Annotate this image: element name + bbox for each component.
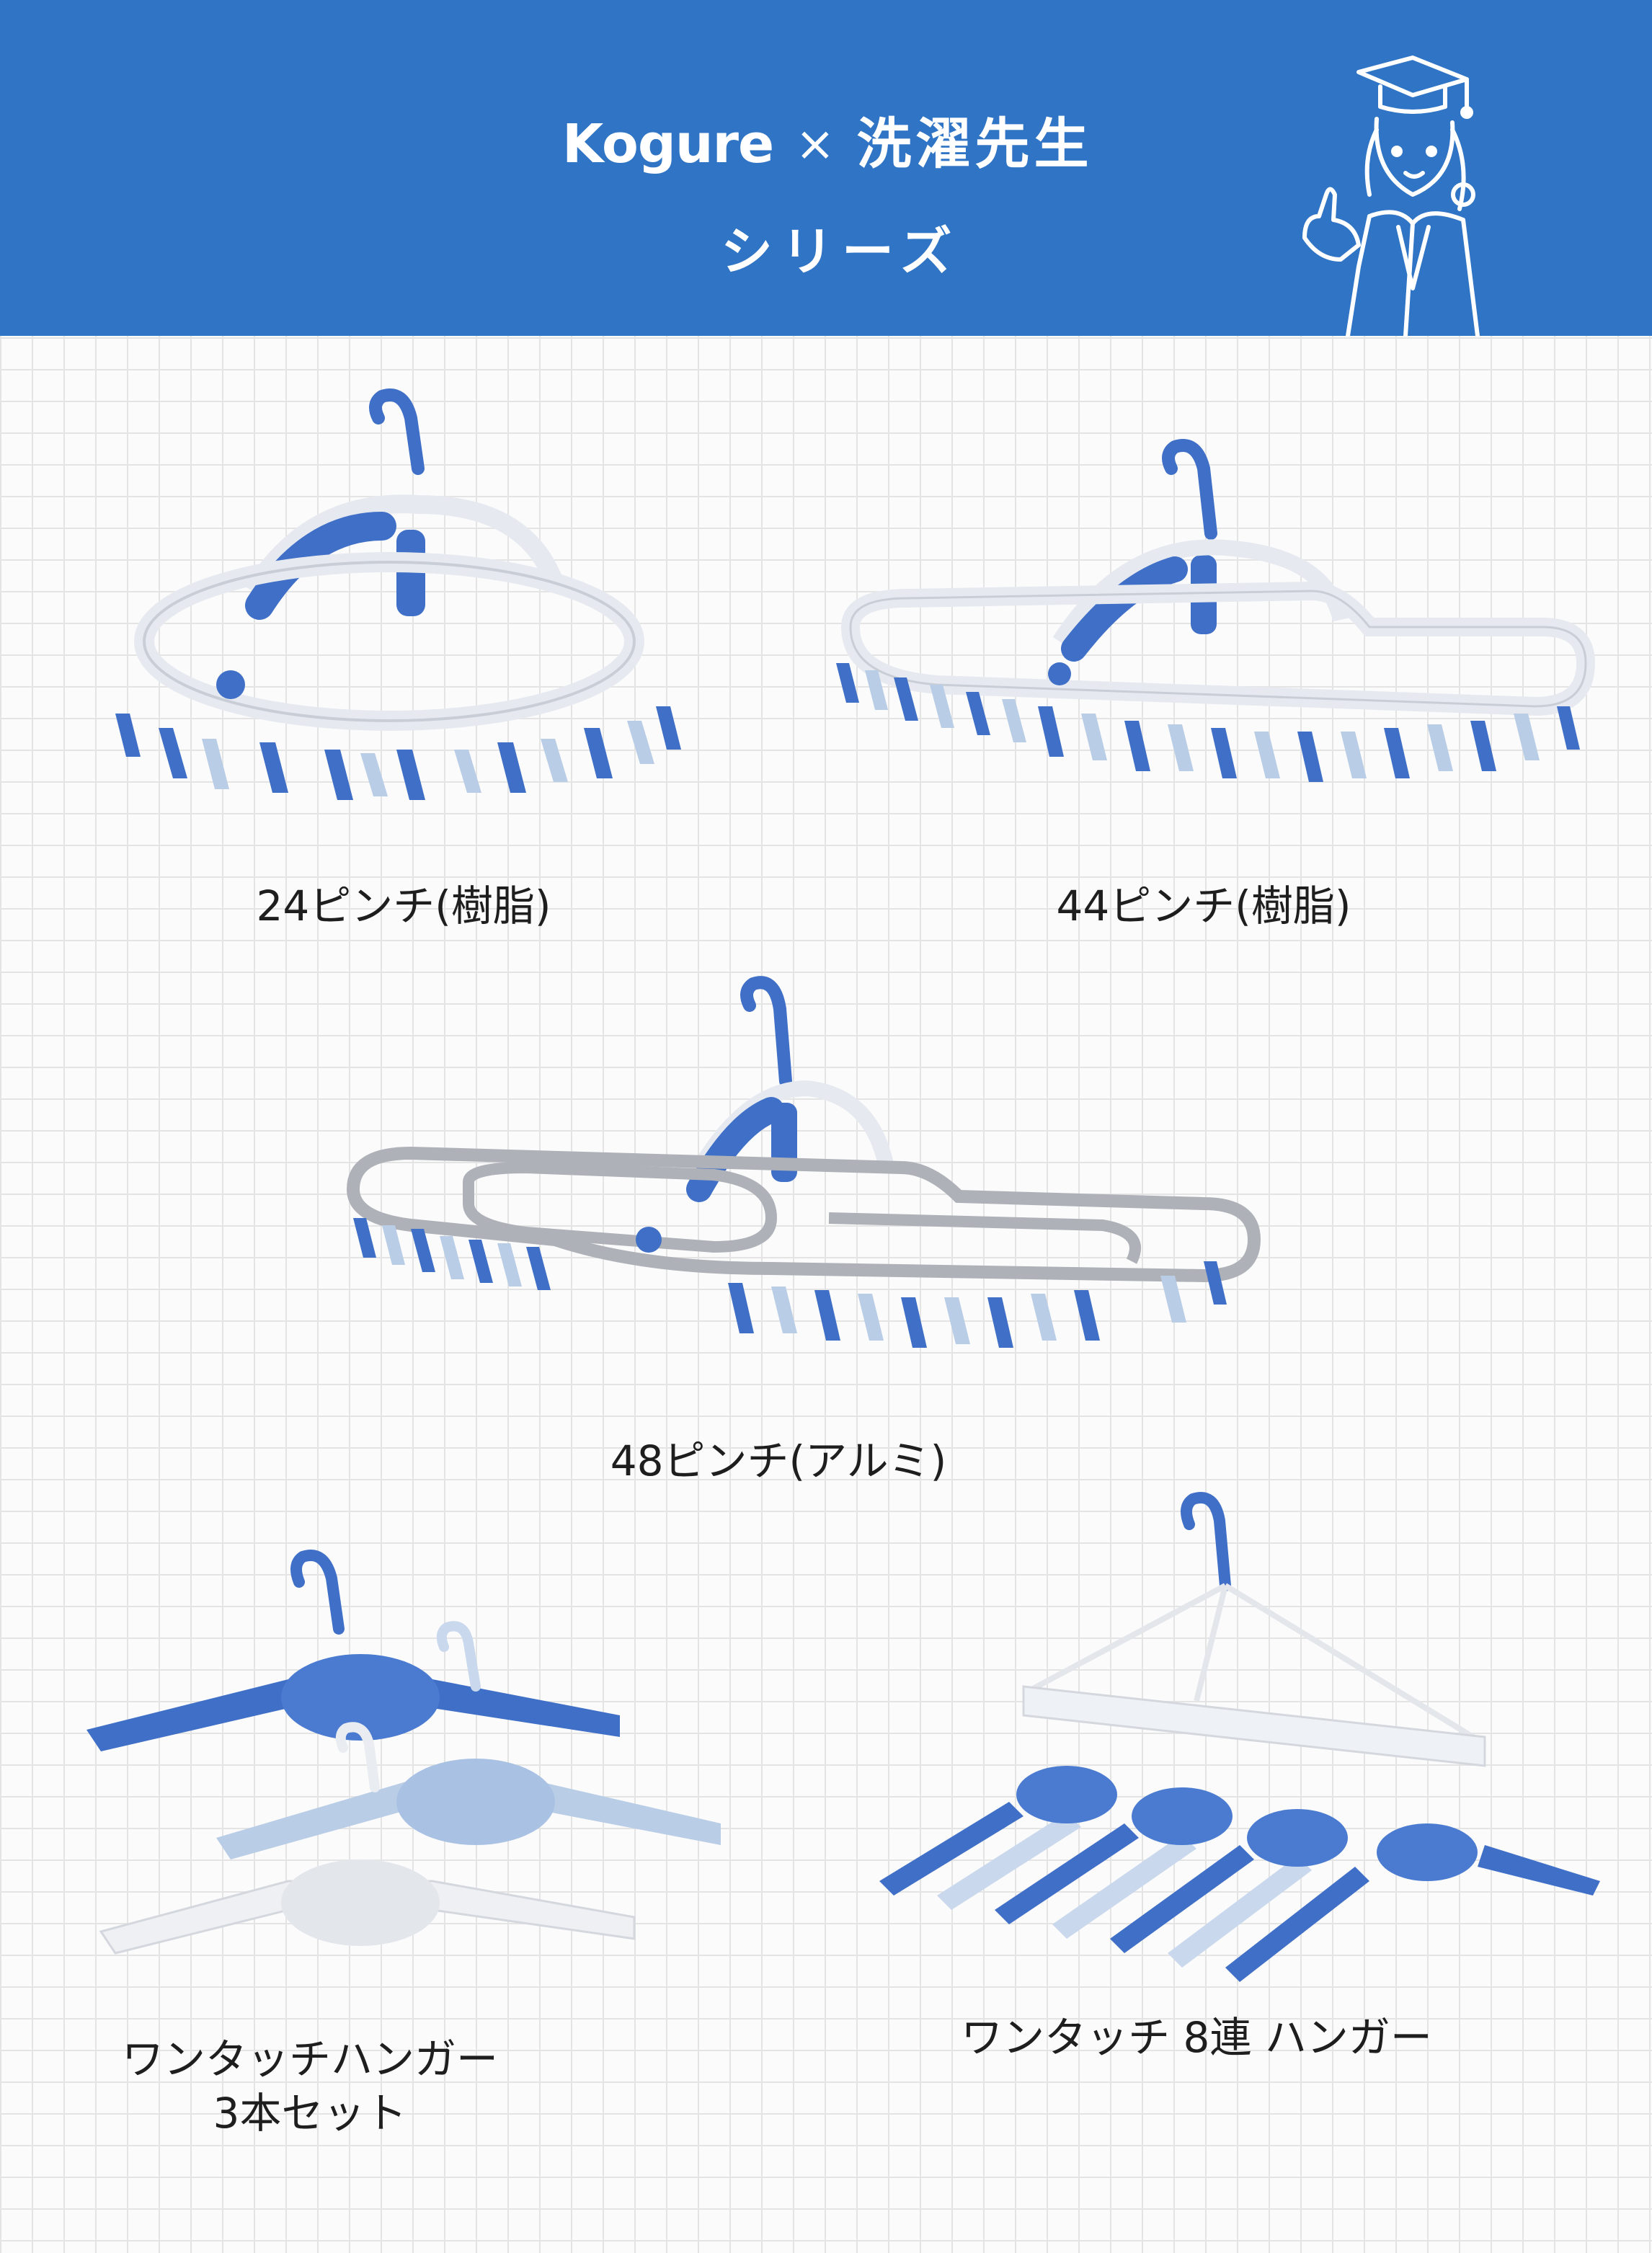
one-touch-hanger-set-icon: [86, 1550, 721, 1955]
product-caption-line1: ワンタッチハンガー: [121, 2035, 498, 2084]
product-48-pinch-aluminum: 48ピンチ(アルミ): [339, 959, 1276, 1492]
product-one-touch-8-hanger: ワンタッチ 8連 ハンガー: [851, 1477, 1615, 2126]
product-caption: 44ピンチ(樹脂): [1056, 881, 1351, 930]
product-caption: ワンタッチハンガー 3本セット: [86, 2032, 533, 2141]
pinch-hanger-44-icon: [836, 439, 1596, 782]
product-caption-line2: 3本セット: [213, 2089, 407, 2138]
separator: ×: [795, 116, 835, 172]
brand-row: Kogure × 洗濯先生: [562, 108, 1093, 180]
pinch-hanger-24-icon: [115, 388, 681, 800]
product-caption: ワンタッチ 8連 ハンガー: [961, 2013, 1432, 2062]
pinch-hanger-48-aluminum-icon: [346, 976, 1261, 1348]
teacher-icon: [1302, 55, 1480, 336]
product-caption: 24ピンチ(樹脂): [256, 881, 551, 930]
product-one-touch-hanger-set: ワンタッチハンガー 3本セット: [72, 1542, 764, 2162]
brand-logo: Kogure: [562, 113, 774, 175]
header-banner: Kogure × 洗濯先生 シリーズ: [0, 0, 1652, 336]
partner-name: 洗濯先生: [856, 112, 1093, 176]
product-24-pinch: 24ピンチ(樹脂): [94, 375, 714, 930]
series-title: シリーズ: [721, 221, 961, 282]
product-44-pinch: 44ピンチ(樹脂): [822, 425, 1600, 930]
product-caption: 48ピンチ(アルミ): [610, 1436, 947, 1485]
one-touch-8-hanger-icon: [879, 1492, 1600, 1982]
